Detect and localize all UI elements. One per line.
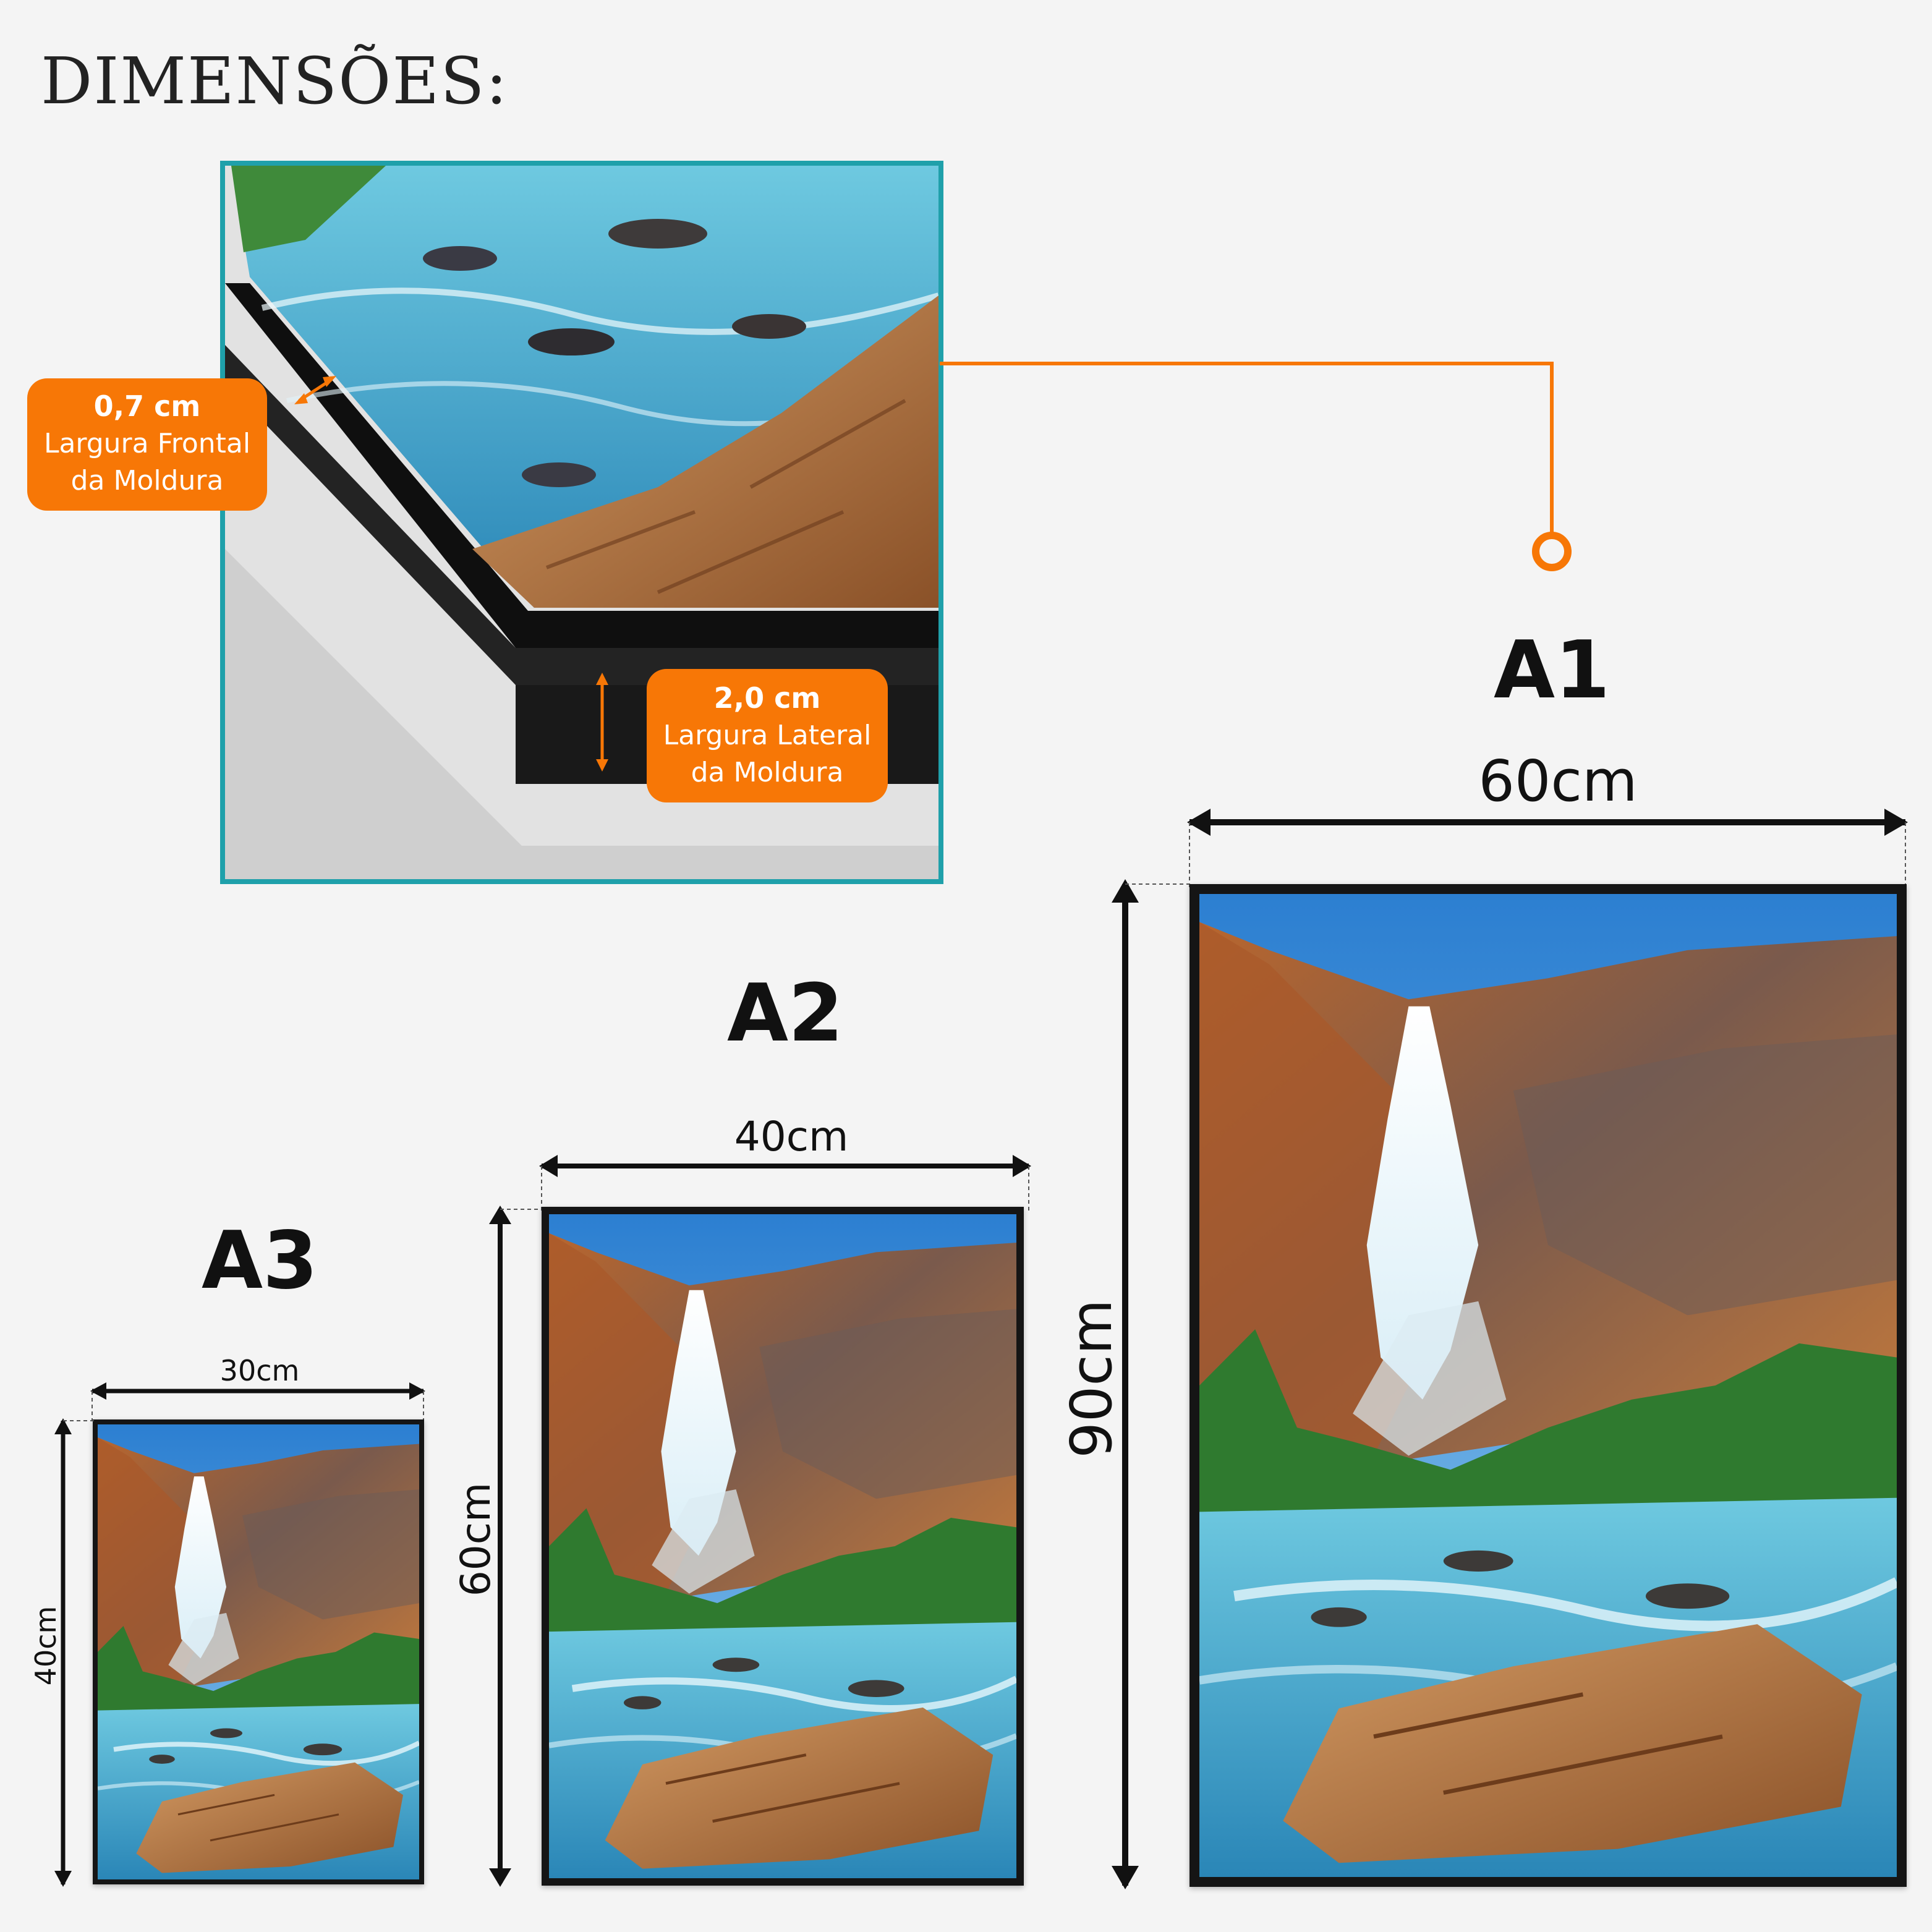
size-label-a2: A2 — [726, 968, 844, 1060]
a1-print-image — [1199, 894, 1897, 1877]
a2-width-arrow — [539, 1155, 1031, 1213]
a3-width-label: 30cm — [219, 1354, 300, 1387]
size-label-a3: A3 — [201, 1215, 318, 1307]
a3-framed-print — [93, 1419, 424, 1884]
front-width-label-line2: da Moldura — [70, 465, 224, 496]
connector-line — [940, 362, 1572, 571]
size-label-a1: A1 — [1493, 624, 1611, 717]
a2-framed-print — [542, 1207, 1024, 1886]
a3-height-arrow — [54, 1418, 96, 1887]
a1-width-arrow — [1187, 809, 1908, 890]
a3-width-arrow — [90, 1382, 425, 1421]
side-width-badge: 2,0 cm Largura Lateral da Moldura — [647, 669, 888, 802]
a1-width-label: 60cm — [1478, 748, 1638, 814]
frame-detail-image — [220, 161, 943, 884]
a2-print-image — [549, 1214, 1016, 1878]
a2-height-label: 60cm — [452, 1482, 500, 1597]
a1-height-arrow — [1112, 879, 1193, 1889]
page-title: DIMENSÕES: — [41, 43, 509, 119]
a2-height-arrow — [489, 1206, 544, 1887]
side-width-label-line1: Largura Lateral — [663, 720, 872, 751]
a1-height-label: 90cm — [1058, 1299, 1125, 1458]
side-width-value: 2,0 cm — [713, 681, 821, 715]
front-width-badge: 0,7 cm Largura Frontal da Moldura — [27, 378, 267, 511]
a2-width-label: 40cm — [734, 1113, 849, 1160]
a3-print-image — [98, 1424, 419, 1879]
a1-framed-print — [1189, 884, 1907, 1887]
front-width-value: 0,7 cm — [93, 389, 201, 423]
frame-corner-illustration — [225, 166, 938, 879]
front-width-label-line1: Largura Frontal — [43, 428, 251, 459]
a3-height-label: 40cm — [29, 1606, 62, 1686]
side-width-label-line2: da Moldura — [691, 757, 844, 788]
